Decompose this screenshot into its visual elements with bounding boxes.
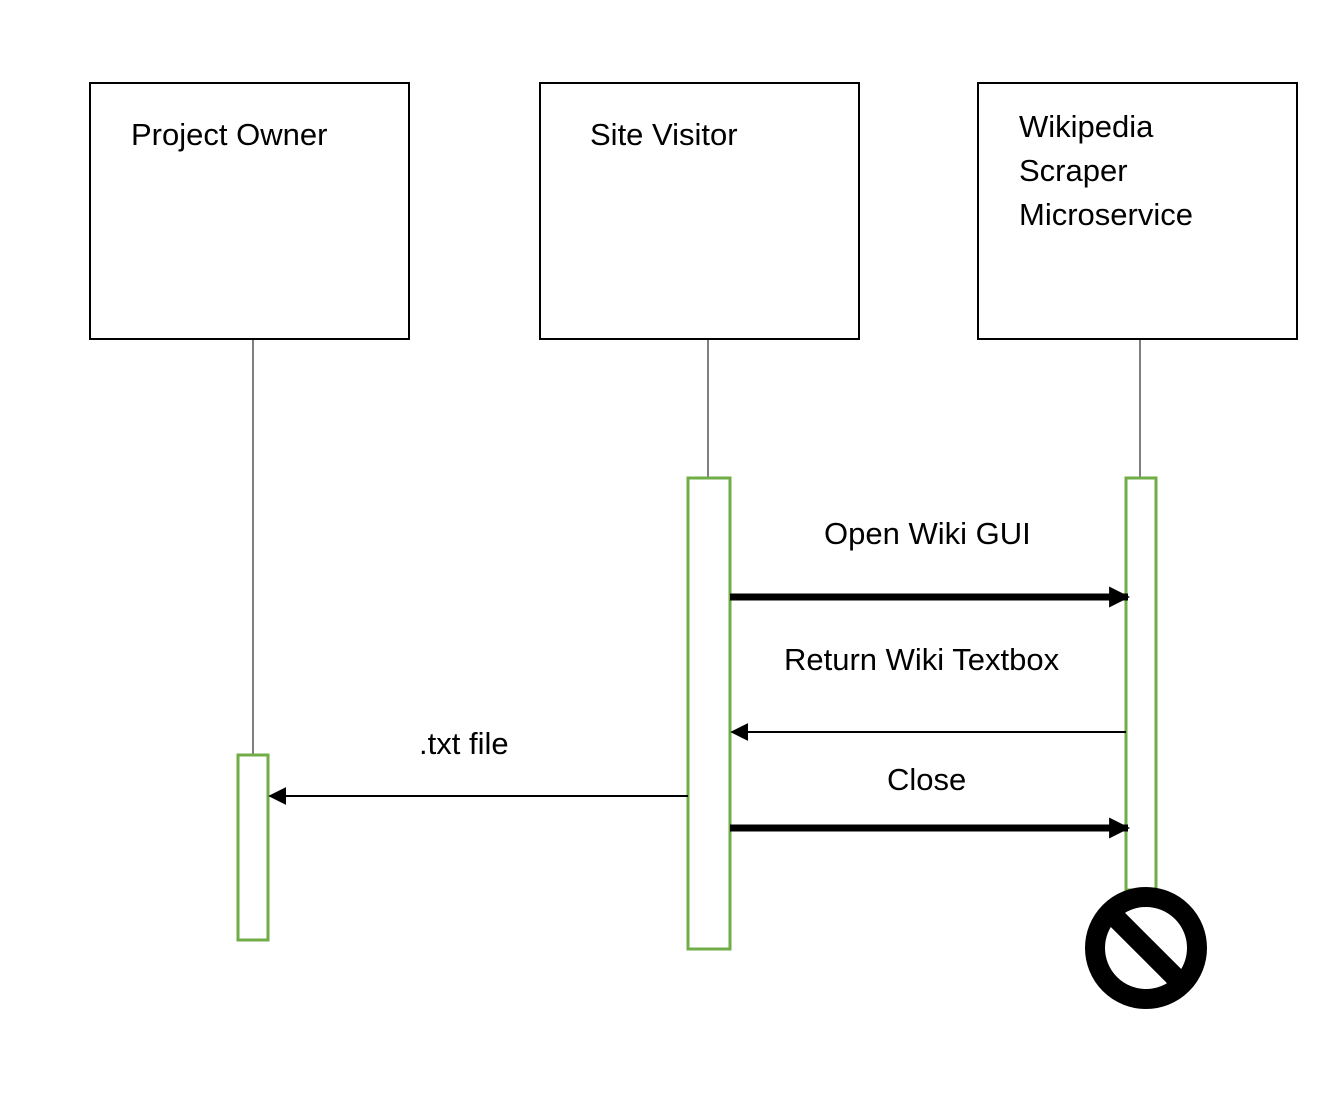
actor-label-wikipedia-scraper: Wikipedia Scraper Microservice <box>1019 109 1193 232</box>
message-label-close: Close <box>887 762 967 797</box>
message-label-open-gui: Open Wiki GUI <box>824 516 1031 551</box>
actor-label-site-visitor: Site Visitor <box>590 117 738 152</box>
actor-project-owner <box>89 82 410 340</box>
actor-label-project-owner: Project Owner <box>131 117 328 152</box>
actor-wikipedia-scraper <box>977 82 1298 340</box>
prohibited-icon <box>1085 887 1207 1009</box>
message-label-return-textbox: Return Wiki Textbox <box>784 642 1060 677</box>
activation-bar-site-visitor <box>686 476 732 951</box>
actor-site-visitor <box>539 82 860 340</box>
activation-bar-wikipedia-scraper <box>1124 476 1158 892</box>
message-label-txt-file: .txt file <box>419 726 509 761</box>
activation-bar-project-owner <box>236 753 270 942</box>
